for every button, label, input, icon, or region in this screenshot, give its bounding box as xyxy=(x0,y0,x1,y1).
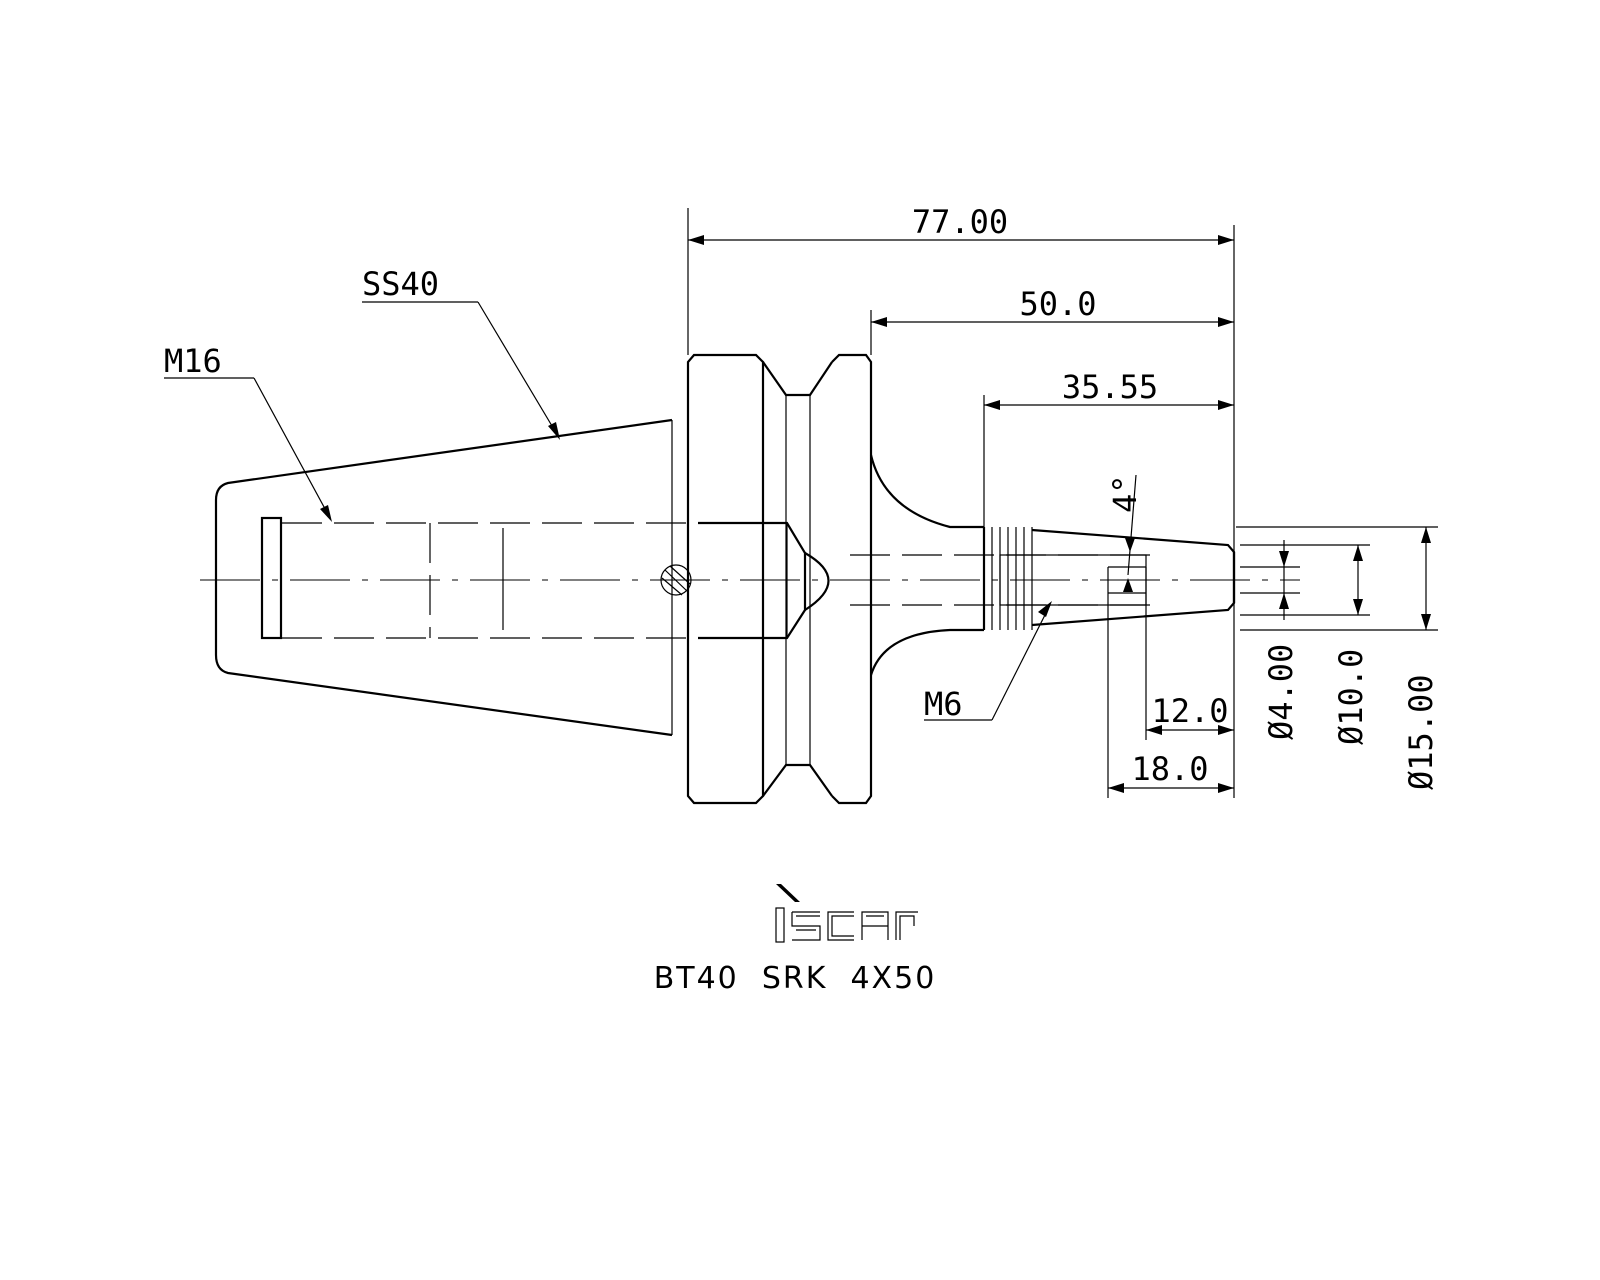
dim-bore-depth: 12.0 xyxy=(1151,692,1228,730)
flange-left xyxy=(686,353,765,805)
v-groove xyxy=(762,361,833,397)
taper-shank xyxy=(214,418,673,737)
tool-body xyxy=(214,353,1236,805)
nose-taper xyxy=(1031,528,1236,627)
dim-tip-length: 35.55 xyxy=(1062,368,1158,406)
dim-projection-length: 50.0 xyxy=(1019,285,1096,323)
callout-pull-stud-thread: M16 xyxy=(164,342,222,380)
dim-body-diameter: Ø15.00 xyxy=(1402,674,1440,790)
dim-taper-angle: 4° xyxy=(1106,474,1144,513)
dim-bore-diameter: Ø4.00 xyxy=(1262,644,1300,740)
callout-taper: SS40 xyxy=(362,265,439,303)
internal-features xyxy=(200,521,1300,640)
neck-bottom xyxy=(869,628,984,676)
dome-end xyxy=(804,552,830,611)
dim-overall-length: 77.00 xyxy=(912,203,1008,241)
internal-bore xyxy=(698,521,807,640)
v-groove-bottom xyxy=(762,763,833,797)
callouts: SS40 M16 M6 xyxy=(164,265,1052,723)
dim-end-length: 18.0 xyxy=(1131,750,1208,788)
pull-stud-ring xyxy=(260,516,283,640)
neck-top xyxy=(869,454,984,529)
callout-clamp-thread: M6 xyxy=(924,685,963,723)
thread-collar xyxy=(982,527,1033,630)
dim-shank-diameter: Ø10.0 xyxy=(1332,649,1370,745)
model-caption: BT40 SRK 4X50 xyxy=(654,961,937,996)
iscar-logo: iscar xyxy=(775,884,918,943)
flange-right xyxy=(831,353,873,805)
dimensions: 77.00 50.0 35.55 4° 12.0 18.0 xyxy=(687,203,1440,798)
